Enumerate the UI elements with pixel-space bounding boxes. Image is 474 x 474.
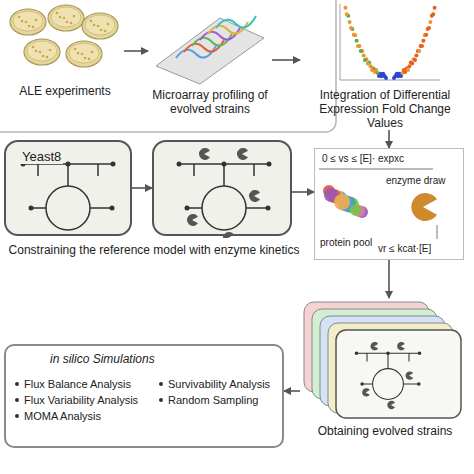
node-text: ALE experiments bbox=[6, 84, 124, 98]
reference-model-box: Yeast8 bbox=[4, 140, 132, 236]
top-panel bbox=[0, 0, 336, 132]
node-text: enzyme draw bbox=[385, 175, 446, 187]
node-text: Constraining the reference model with en… bbox=[4, 243, 304, 257]
node-text: in silico Simulations bbox=[50, 352, 155, 366]
flow-arrow bbox=[292, 191, 314, 193]
node-text: protein pool bbox=[319, 237, 373, 249]
node-text: Integration of Differential Expression F… bbox=[300, 88, 470, 130]
ale-step: ALE experiments bbox=[6, 4, 124, 98]
node-text: vr ≤ kcat·[E] bbox=[377, 243, 432, 255]
flow-arrow bbox=[124, 50, 148, 52]
evolved-models-stack: Obtaining evolved strains bbox=[300, 298, 470, 438]
node-text: Obtaining evolved strains bbox=[300, 424, 470, 438]
enzyme-constraint-box: 0 ≤ vs ≤ [E]· expxc enzyme draw protein po… bbox=[314, 148, 464, 260]
node-text: Flux Variability Analysis bbox=[14, 392, 138, 408]
flow-arrow bbox=[388, 130, 390, 148]
flow-arrow bbox=[272, 59, 300, 61]
list-column: Survivability AnalysisRandom Sampling bbox=[158, 376, 270, 408]
illustration bbox=[300, 298, 470, 422]
volcano-plot-step: Integration of Differential Expression F… bbox=[300, 0, 470, 130]
node-text: Survivability Analysis bbox=[158, 376, 270, 392]
illustration bbox=[6, 4, 124, 82]
bullet bbox=[15, 398, 19, 402]
microarray-step: Microarray profiling of evolved strains bbox=[148, 4, 272, 116]
simulations-box: in silico SimulationsFlux Balance Analys… bbox=[4, 344, 284, 448]
node-text: Flux Balance Analysis bbox=[14, 376, 138, 392]
flow-arrow bbox=[388, 260, 390, 298]
list-column: Flux Balance AnalysisFlux Variability An… bbox=[14, 376, 138, 424]
ec-model-box: Constraining the reference model with en… bbox=[152, 140, 292, 236]
bullet bbox=[159, 382, 163, 386]
node-text: 0 ≤ vs ≤ [E]· expxc bbox=[321, 153, 405, 165]
bullet bbox=[15, 382, 19, 386]
node-text: Yeast8 bbox=[20, 150, 63, 164]
node-text: Random Sampling bbox=[158, 392, 270, 408]
node-text: Microarray profiling of evolved strains bbox=[148, 88, 272, 116]
illustration bbox=[148, 4, 272, 88]
flow-arrow bbox=[284, 390, 300, 392]
flow-arrow bbox=[132, 187, 152, 189]
bullet bbox=[15, 414, 19, 418]
illustration bbox=[154, 142, 294, 238]
node-text: MOMA Analysis bbox=[14, 408, 138, 424]
illustration bbox=[300, 0, 470, 86]
bullet bbox=[159, 398, 163, 402]
